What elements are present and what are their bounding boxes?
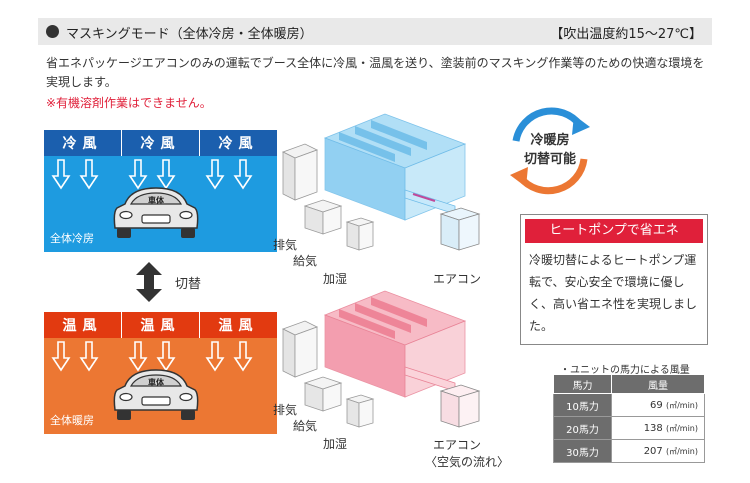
flow-unit: (㎥/min) (665, 446, 698, 456)
heat-booth-panel: 温風 温風 温風 車体 全体暖房 (44, 312, 277, 434)
heat-system-illustration: 排気 給気 加湿 エアコン 〈空気の流れ〉 (265, 287, 509, 469)
cool-air-cell: 冷風 (122, 130, 200, 156)
cool-booth-isometric-icon (281, 113, 481, 251)
aircon-label: エアコン (433, 438, 482, 452)
car-label: 車体 (148, 196, 164, 205)
table-header-flow: 風量 (611, 374, 705, 394)
humidify-label: 加湿 (323, 272, 348, 286)
warm-air-cell: 温風 (122, 312, 200, 338)
cool-booth-panel: 冷風 冷風 冷風 車体 全体冷房 (44, 130, 277, 252)
exhaust-label: 排気 (273, 403, 298, 417)
humidify-label: 加湿 (323, 437, 348, 451)
cool-system-illustration: 排気 給気 加湿 エアコン (265, 110, 505, 286)
table-cell-hp: 20馬力 (553, 416, 612, 440)
cool-air-cell: 冷風 (218, 136, 259, 152)
cool-airflow-arrows-icon (51, 159, 253, 190)
airflow-table: 馬力 風量 10馬力 69 (㎥/min) 20馬力 138 (㎥/min) 3… (553, 374, 705, 463)
switch-cycle-icon (510, 107, 590, 195)
intake-label: 給気 (293, 254, 318, 268)
car-label: 車体 (148, 378, 164, 387)
warm-airflow-arrows-icon (51, 341, 253, 372)
table-cell-hp: 10馬力 (553, 393, 612, 417)
flow-value: 138 (643, 422, 663, 434)
table-cell-flow: 207 (㎥/min) (611, 439, 705, 463)
warning-text: ※有機溶剤作業はできません。 (46, 96, 212, 110)
table-cell-flow: 69 (㎥/min) (611, 393, 705, 417)
cycle-label-line2: 切替可能 (523, 152, 576, 167)
heatpump-title: ヒートポンプで省エネ (525, 219, 703, 243)
table-caption: ・ユニットの馬力による風量 (560, 365, 690, 376)
heat-booth-duct-row: 温風 温風 温風 (44, 312, 277, 338)
cycle-graphic: 冷暖房 切替可能 (494, 101, 606, 201)
flow-unit: (㎥/min) (665, 423, 698, 433)
bullet-icon (46, 25, 59, 38)
heat-mode-label: 全体暖房 (50, 414, 94, 427)
warm-air-cell: 温風 (44, 312, 122, 338)
table-row: 30馬力 207 (㎥/min) (553, 439, 705, 463)
flow-value: 207 (643, 445, 663, 457)
table-row: 10馬力 69 (㎥/min) (553, 393, 705, 417)
heatpump-body: 冷暖切替によるヒートポンプ運転で、安心安全で環境に優しく、高い省エネ性を実現しま… (529, 253, 698, 333)
airflow-label: 〈空気の流れ〉 (425, 455, 510, 469)
car-body-icon: 車体 (111, 182, 201, 242)
switch-arrows-icon (136, 262, 162, 302)
cool-booth-duct-row: 冷風 冷風 冷風 (44, 130, 277, 156)
heat-booth-isometric-icon (281, 290, 481, 428)
description-text: 省エネパッケージエアコンのみの運転でブース全体に冷風・温風を送り、塗装前のマスキ… (46, 56, 705, 89)
table-cell-flow: 138 (㎥/min) (611, 416, 705, 440)
header-bar: マスキングモード（全体冷房・全体暖房） 【吹出温度約15～27℃】 (38, 18, 712, 45)
temperature-label: 【吹出温度約15～27℃】 (550, 27, 702, 42)
table-header-row: 馬力 風量 (553, 374, 705, 394)
table-row: 20馬力 138 (㎥/min) (553, 416, 705, 440)
heatpump-info-box: ヒートポンプで省エネ 冷暖切替によるヒートポンプ運転で、安心安全で環境に優しく、… (520, 214, 708, 345)
cool-air-cell: 冷風 (44, 130, 122, 156)
aircon-label: エアコン (433, 272, 482, 286)
table-cell-hp: 30馬力 (553, 439, 612, 463)
warm-air-cell: 温風 (218, 318, 259, 334)
car-body-icon: 車体 (111, 364, 201, 424)
cool-mode-label: 全体冷房 (50, 232, 94, 245)
flow-value: 69 (650, 399, 663, 411)
exhaust-label: 排気 (273, 238, 298, 252)
page-title: マスキングモード（全体冷房・全体暖房） (66, 27, 313, 42)
table-header-hp: 馬力 (553, 374, 612, 394)
cycle-label-line1: 冷暖房 (530, 133, 570, 148)
switch-label: 切替 (175, 277, 202, 292)
flow-unit: (㎥/min) (665, 400, 698, 410)
intake-label: 給気 (293, 419, 318, 433)
